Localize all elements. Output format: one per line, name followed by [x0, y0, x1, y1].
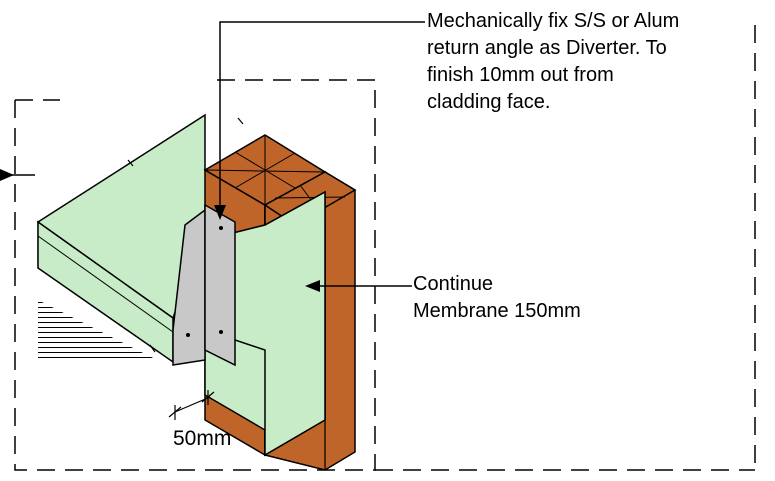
diverter-leader-line	[219, 21, 425, 218]
membrane-note-line-2: Membrane 150mm	[413, 300, 581, 322]
left-arrow-icon	[0, 169, 14, 181]
diverter-angle-side	[172, 208, 206, 366]
membrane-note: Continue Membrane 150mm	[413, 271, 581, 325]
diverter-note-line-4: cladding face.	[427, 91, 551, 113]
diverter-arrow-icon	[214, 205, 226, 220]
diverter-angle-front	[204, 203, 236, 367]
diverter-note-line-1: Mechanically fix S/S or Alum	[427, 10, 680, 32]
diverter-note: Mechanically fix S/S or Alum return angl…	[427, 8, 679, 116]
dimension-label: 50mm	[173, 427, 232, 450]
diverter-note-line-2: return angle as Diverter. To	[427, 37, 667, 59]
cladding-under-fill	[38, 268, 173, 368]
membrane-arrow-icon	[305, 280, 320, 292]
membrane-note-line-1: Continue	[413, 273, 494, 295]
diverter-note-line-3: finish 10mm out from	[427, 64, 614, 86]
